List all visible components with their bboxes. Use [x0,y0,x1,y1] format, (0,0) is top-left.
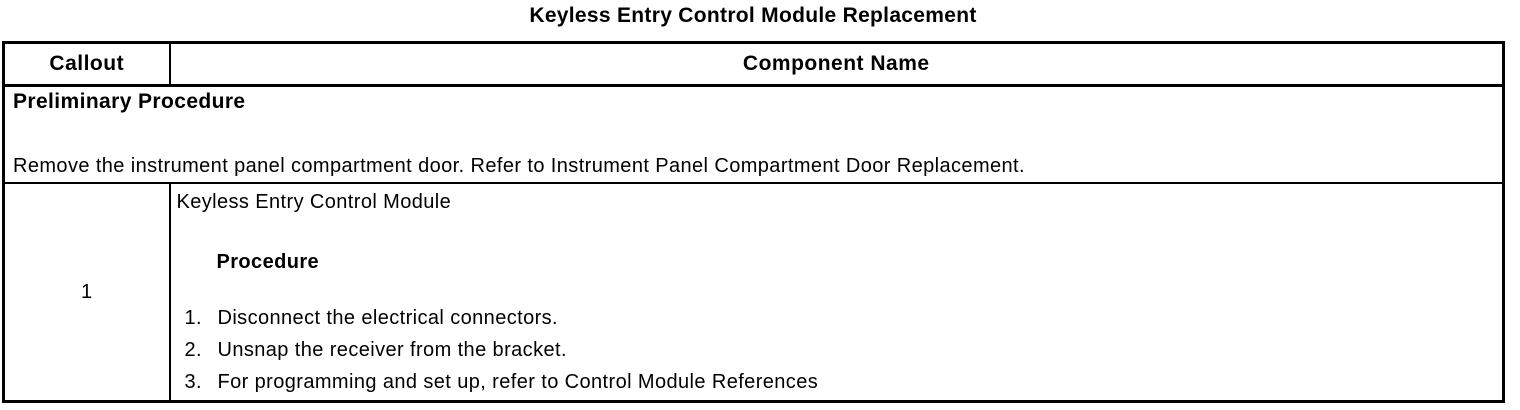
component-name: Keyless Entry Control Module [176,191,452,213]
procedure-step: 2. Unsnap the receiver from the bracket. [177,334,1495,366]
preliminary-procedure-text: Remove the instrument panel compartment … [13,155,1025,177]
step-number: 1. [184,307,202,329]
preliminary-procedure-cell: Preliminary Procedure Remove the instrum… [2,84,1505,184]
table-header-row: Callout Component Name [2,41,1505,87]
component-name-column-header: Component Name [168,41,1505,87]
procedure-step: 1. Disconnect the electrical connectors. [177,302,1495,334]
component-cell: Keyless Entry Control Module Procedure 1… [168,182,1505,403]
step-text: For programming and set up, refer to Con… [217,371,819,393]
procedure-step: 3. For programming and set up, refer to … [177,366,1495,398]
step-number: 3. [184,371,202,393]
procedure-steps: 1. Disconnect the electrical connectors.… [177,302,1495,398]
page-title: Keyless Entry Control Module Replacement [529,4,977,27]
step-number: 2. [184,339,202,361]
step-text: Unsnap the receiver from the bracket. [217,339,567,361]
table-row: 1 Keyless Entry Control Module Procedure… [2,182,1505,403]
preliminary-procedure-row: Preliminary Procedure Remove the instrum… [2,84,1505,184]
preliminary-procedure-heading: Preliminary Procedure [13,90,246,113]
callout-value: 1 [2,182,171,403]
callout-column-header: Callout [2,41,171,87]
step-text: Disconnect the electrical connectors. [217,307,559,329]
procedure-heading: Procedure [216,251,320,273]
component-table: Callout Component Name Preliminary Proce… [2,41,1505,403]
